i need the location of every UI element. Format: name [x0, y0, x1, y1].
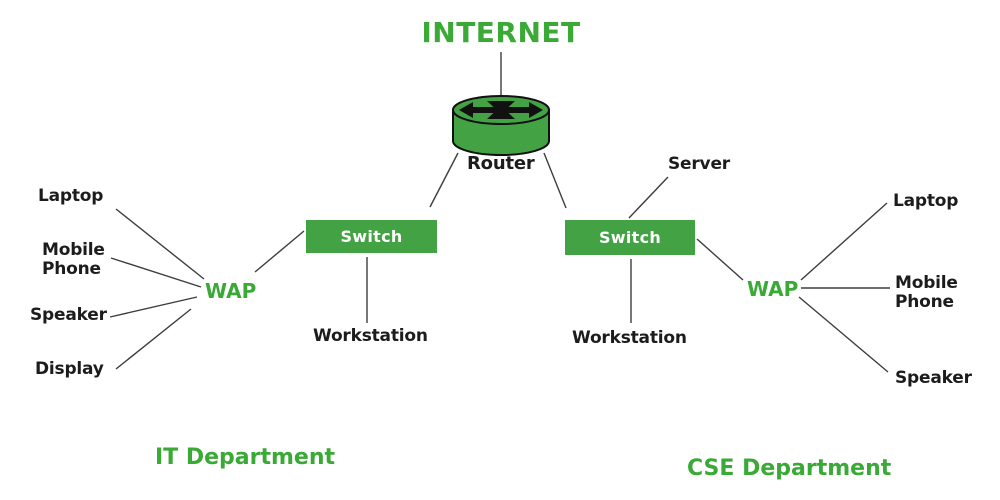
- edge-server-switch-right: [628, 176, 669, 219]
- edge-wap-right-speaker: [798, 296, 889, 373]
- department-right-label: CSE Department: [687, 456, 892, 481]
- edge-wap-left-display: [115, 308, 192, 370]
- edge-router-switch-right: [543, 152, 567, 209]
- department-left-label: IT Department: [155, 445, 336, 470]
- router-label: Router: [467, 153, 535, 174]
- wap-right-label: WAP: [747, 277, 799, 301]
- edge-wap-left-laptop: [115, 208, 205, 280]
- edge-wap-left-mobile: [110, 257, 202, 288]
- switch-right: Switch: [565, 220, 695, 255]
- device-left-mobile-phone: Mobile Phone: [42, 240, 105, 280]
- router-arrows-icon: [459, 101, 543, 119]
- wap-left-label: WAP: [205, 279, 257, 303]
- edge-switch-left-wap: [254, 230, 305, 273]
- edge-router-switch-left: [429, 152, 459, 208]
- device-left-laptop: Laptop: [38, 186, 104, 206]
- edge-wap-right-laptop: [800, 202, 888, 281]
- workstation-right-label: Workstation: [572, 328, 687, 348]
- device-right-laptop: Laptop: [893, 191, 959, 211]
- internet-title: INTERNET: [421, 16, 581, 49]
- edge-wap-left-speaker: [109, 296, 198, 318]
- edges: [109, 52, 890, 373]
- edge-switch-right-wap: [696, 238, 744, 281]
- device-right-mobile-phone: Mobile Phone: [895, 273, 958, 313]
- device-right-speaker: Speaker: [895, 368, 972, 388]
- router-icon: [452, 95, 550, 156]
- server-label: Server: [668, 154, 730, 174]
- device-left-display: Display: [35, 359, 104, 379]
- workstation-left-label: Workstation: [313, 326, 428, 346]
- device-left-speaker: Speaker: [30, 305, 107, 325]
- switch-left: Switch: [306, 220, 437, 253]
